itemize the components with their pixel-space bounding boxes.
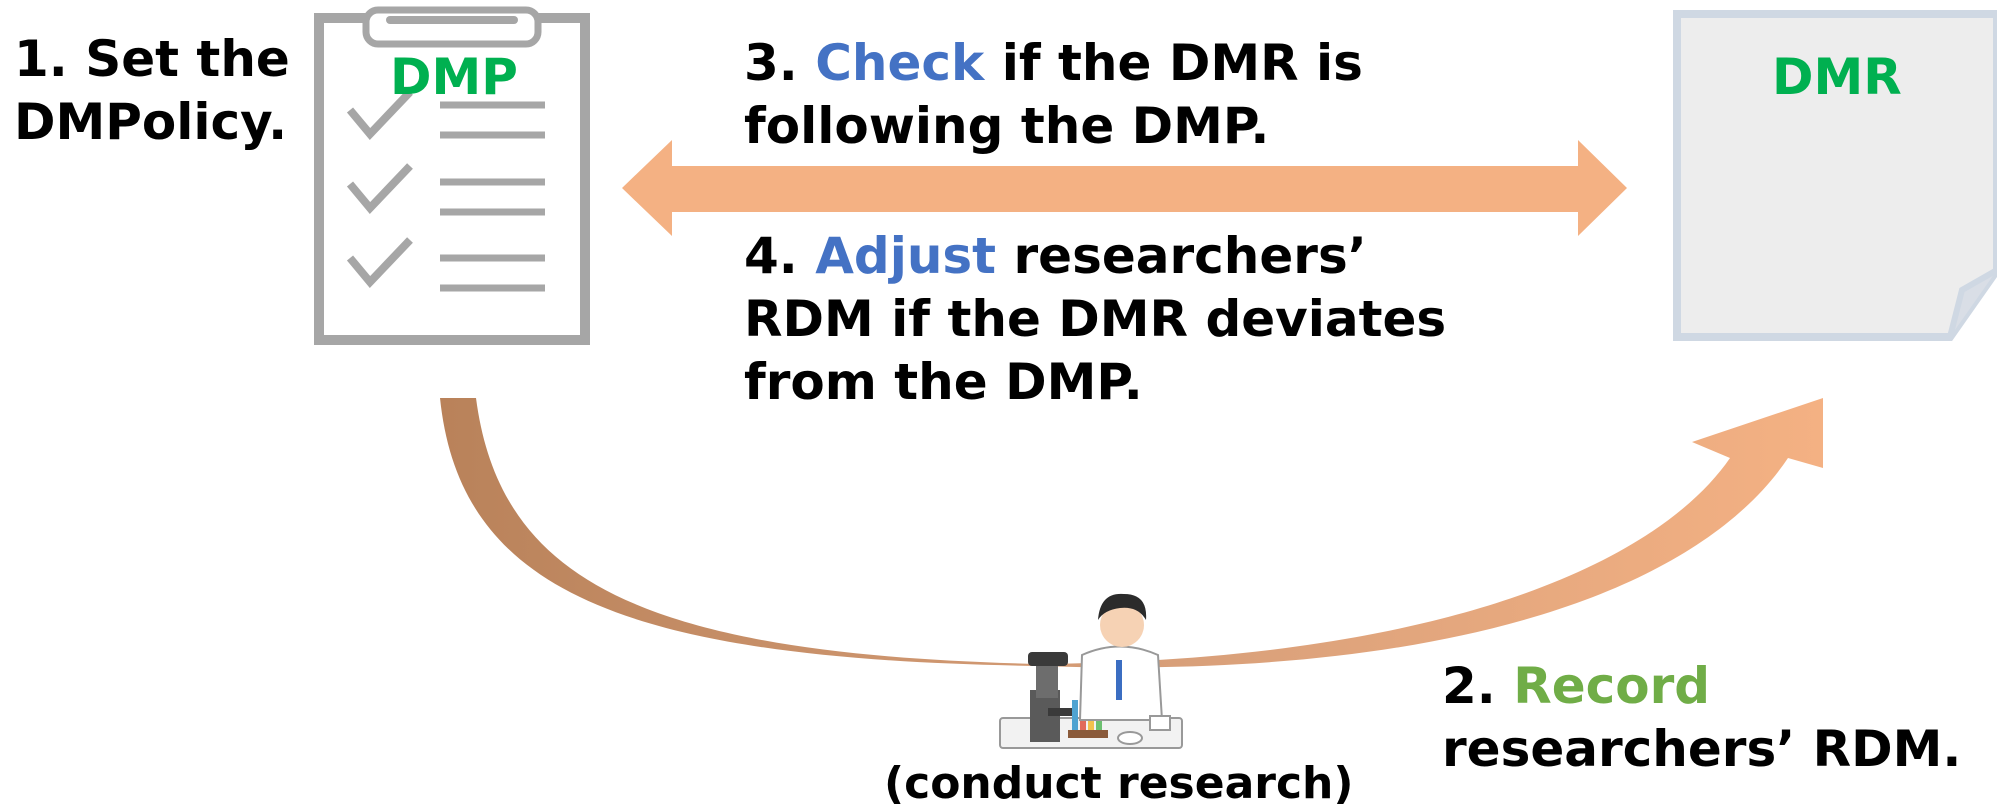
dmp-label: DMP — [390, 48, 518, 106]
step2-keyword: Record — [1513, 657, 1711, 715]
step3-line2: following the DMP. — [744, 97, 1270, 155]
step2-prefix: 2. — [1442, 657, 1514, 715]
step4-line1: 4. Adjust researchers’ — [744, 225, 1446, 288]
document-page-icon — [1673, 10, 1997, 341]
step3-line1: 3. Check if the DMR is — [744, 32, 1363, 95]
clipboard-checklist-icon — [314, 6, 590, 345]
researcher-caption: (conduct research) — [884, 758, 1354, 809]
step4-keyword: Adjust — [815, 227, 997, 285]
step4-line2: RDM if the DMR deviates — [744, 290, 1447, 348]
step3-prefix: 3. — [744, 34, 816, 92]
step2-line2: researchers’ RDM. — [1442, 720, 1962, 778]
double-headed-arrow — [622, 140, 1627, 236]
step4-line3: from the DMP. — [744, 353, 1143, 411]
step2-line1: 2. Record — [1442, 655, 1961, 718]
step3-keyword: Check — [815, 34, 985, 92]
step1-line1: 1. Set the — [14, 30, 290, 88]
step3-text: 3. Check if the DMR is following the DMP… — [744, 32, 1363, 158]
step4-prefix: 4. — [744, 227, 816, 285]
scientist-with-microscope-icon — [999, 593, 1183, 749]
dmr-label: DMR — [1772, 48, 1902, 106]
step1-line2: DMPolicy. — [14, 93, 288, 151]
step3-rest: if the DMR is — [984, 34, 1363, 92]
step4-rest: researchers’ — [996, 227, 1367, 285]
step4-text: 4. Adjust researchers’ RDM if the DMR de… — [744, 225, 1446, 414]
step2-text: 2. Record researchers’ RDM. — [1442, 655, 1961, 781]
step1-text: 1. Set the DMPolicy. — [14, 28, 290, 154]
